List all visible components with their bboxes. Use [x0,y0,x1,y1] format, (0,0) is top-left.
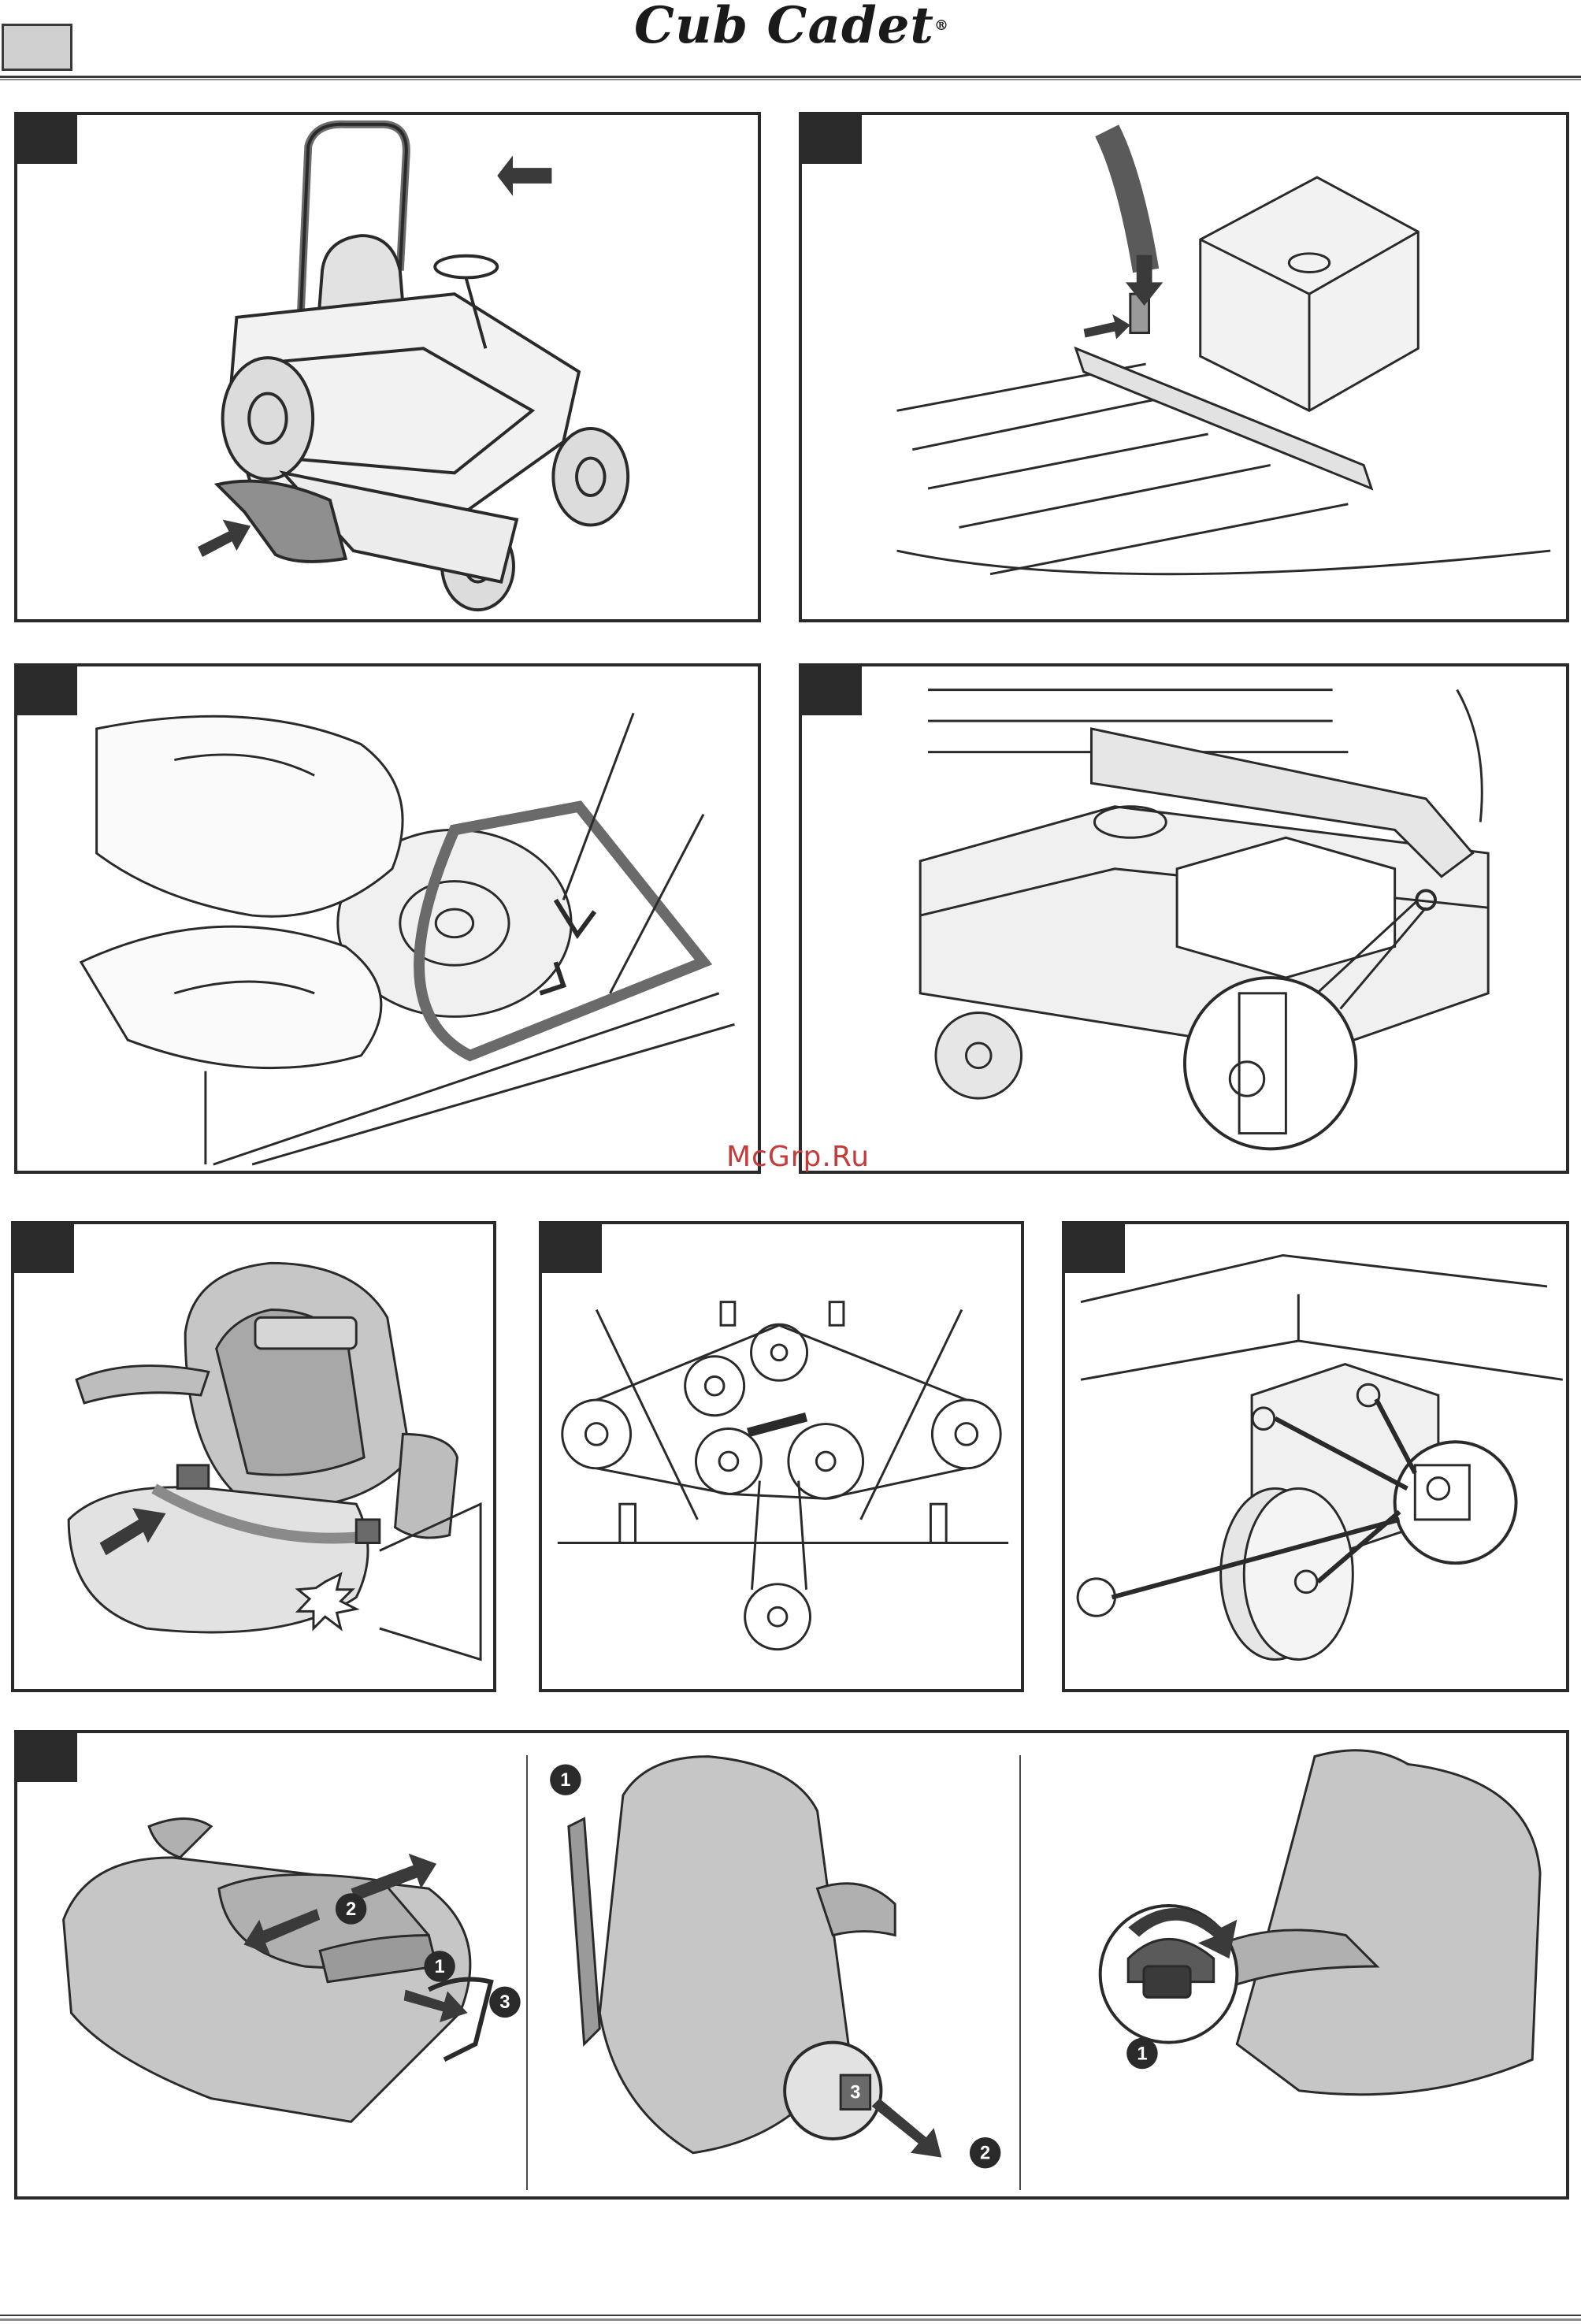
sub-panel-divider [526,1755,528,2190]
footer-rule [0,2315,1581,2321]
mower-illustration [17,115,758,619]
figure-number-badge [14,1224,74,1273]
figure-number-badge [1065,1224,1125,1273]
page-number-tab [2,24,72,71]
step-callout-1: 1 [1137,2044,1147,2064]
figure-mower-rops-footrest [14,112,761,622]
brand-name: Cub Cadet [634,0,934,55]
seat-belt-illustration [14,1224,493,1689]
figure-number-badge [17,666,77,715]
figure-deck-lift-pin [799,663,1569,1174]
figure-number-badge [17,1733,77,1782]
step-callout-3: 3 [499,1992,510,2013]
figure-number-badge [802,666,862,715]
cub-cadet-logo: Cub Cadet® [622,0,961,54]
figure-caster-wheel-bolts [1062,1221,1569,1692]
belt-hands-illustration [17,666,758,1171]
caster-wheel-illustration [1065,1224,1566,1689]
step-callout-1: 1 [560,1770,570,1791]
step-callout-3: 3 [850,2083,860,2103]
watermark-text: McGrp.Ru [715,1141,881,1180]
step-callout-2: 2 [346,1899,356,1920]
sub-panel-divider [1019,1755,1021,2190]
figure-number-badge [17,115,77,164]
step-callout-1: 1 [434,1957,444,1977]
seat-adjustment-illustration: 2 1 3 1 3 2 1 [17,1733,1566,2196]
deck-hose-illustration [802,115,1566,619]
figure-deck-hose-connection [799,112,1569,622]
figure-number-badge [802,115,862,164]
figure-belt-routing-hands [14,663,761,1174]
registered-mark: ® [934,17,949,34]
figure-number-badge [542,1224,602,1273]
figure-belt-diagram [539,1221,1024,1692]
belt-diagram-illustration [542,1224,1021,1689]
step-callout-2: 2 [980,2144,990,2164]
figure-seat-belt [11,1221,496,1692]
header-rule [0,76,1581,80]
deck-lift-illustration [802,666,1566,1171]
figure-seat-adjustment: 2 1 3 1 3 2 1 [14,1730,1569,2200]
